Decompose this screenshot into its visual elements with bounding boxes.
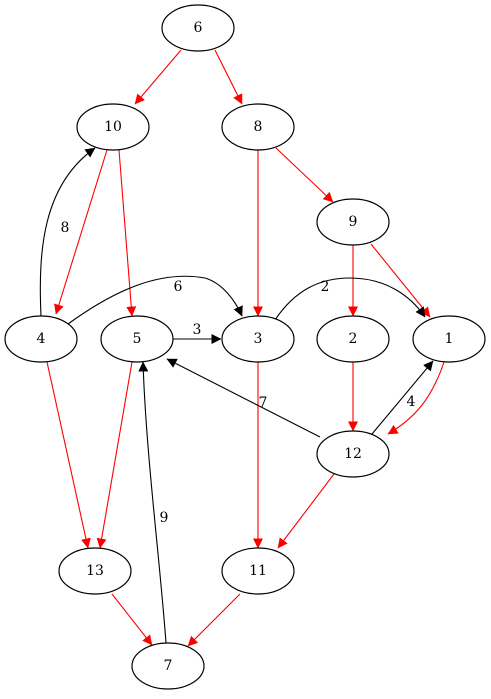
edge-7-to-5: [138, 361, 167, 644]
node-11: 11: [221, 547, 295, 595]
node-shape-11: [221, 547, 295, 595]
edge-label-7-to-5: 9: [160, 510, 169, 526]
edge-label-5-to-3: 3: [193, 322, 202, 338]
edge-4-to-13: [46, 361, 91, 549]
node-label-12: 12: [344, 446, 362, 462]
node-label-9: 9: [349, 214, 358, 230]
node-shape-1: [412, 315, 486, 363]
edge-12-to-5: [166, 358, 321, 438]
edge-13-to-7: [111, 593, 153, 646]
node-2: 2: [316, 315, 390, 363]
node-shape-2: [316, 315, 390, 363]
node-9: 9: [316, 198, 390, 246]
edges-group: [39, 49, 445, 647]
edge-5-to-13: [96, 361, 133, 549]
node-10: 10: [76, 103, 150, 151]
node-shape-12: [316, 430, 390, 478]
edge-label-3-to-1: 2: [321, 279, 330, 295]
edge-6-to-10: [134, 49, 182, 105]
edge-8-to-9: [275, 147, 334, 203]
node-label-6: 6: [194, 20, 203, 36]
edge-label-4-to-10: 8: [61, 220, 70, 236]
node-label-7: 7: [164, 658, 173, 674]
node-label-1: 1: [445, 331, 454, 347]
node-label-11: 11: [249, 563, 267, 579]
edge-10-to-5: [118, 149, 137, 317]
node-6: 6: [161, 4, 235, 52]
edge-label-12-to-1: 4: [407, 394, 416, 410]
edge-label-4-to-3: 6: [174, 279, 183, 295]
edge-9-to-1: [370, 243, 431, 318]
edge-11-to-7: [187, 593, 241, 647]
node-5: 5: [100, 315, 174, 363]
edge-12-to-1: [371, 360, 434, 435]
edge-1-to-12: [387, 361, 445, 435]
node-3: 3: [221, 315, 295, 363]
node-shape-9: [316, 198, 390, 246]
node-7: 7: [131, 642, 205, 690]
node-label-4: 4: [37, 331, 46, 347]
node-12: 12: [316, 430, 390, 478]
node-label-5: 5: [133, 331, 142, 347]
node-shape-13: [58, 547, 132, 595]
node-shape-4: [4, 315, 78, 363]
node-shape-6: [161, 4, 235, 52]
edge-12-to-11: [277, 473, 335, 549]
node-8: 8: [221, 103, 295, 151]
node-label-13: 13: [86, 563, 104, 579]
node-4: 4: [4, 315, 78, 363]
edge-3-to-1: [274, 277, 426, 321]
node-shape-5: [100, 315, 174, 363]
node-label-10: 10: [104, 119, 122, 135]
nodes-group: 6 10 8 9 4 5 3 2 1 12 13 11 7: [4, 4, 486, 690]
edge-6-to-8: [214, 49, 243, 105]
node-label-8: 8: [254, 119, 263, 135]
node-shape-7: [131, 642, 205, 690]
node-label-2: 2: [349, 331, 358, 347]
node-shape-10: [76, 103, 150, 151]
node-1: 1: [412, 315, 486, 363]
edge-label-12-to-5: 7: [259, 395, 268, 411]
node-shape-8: [221, 103, 295, 151]
node-13: 13: [58, 547, 132, 595]
edge-labels-group: 8 6 2 3 7 4 9: [61, 220, 416, 526]
node-shape-3: [221, 315, 295, 363]
edge-4-to-10: [39, 147, 96, 317]
node-label-3: 3: [254, 331, 263, 347]
edge-10-to-4: [54, 149, 108, 315]
edge-4-to-3: [67, 275, 243, 325]
